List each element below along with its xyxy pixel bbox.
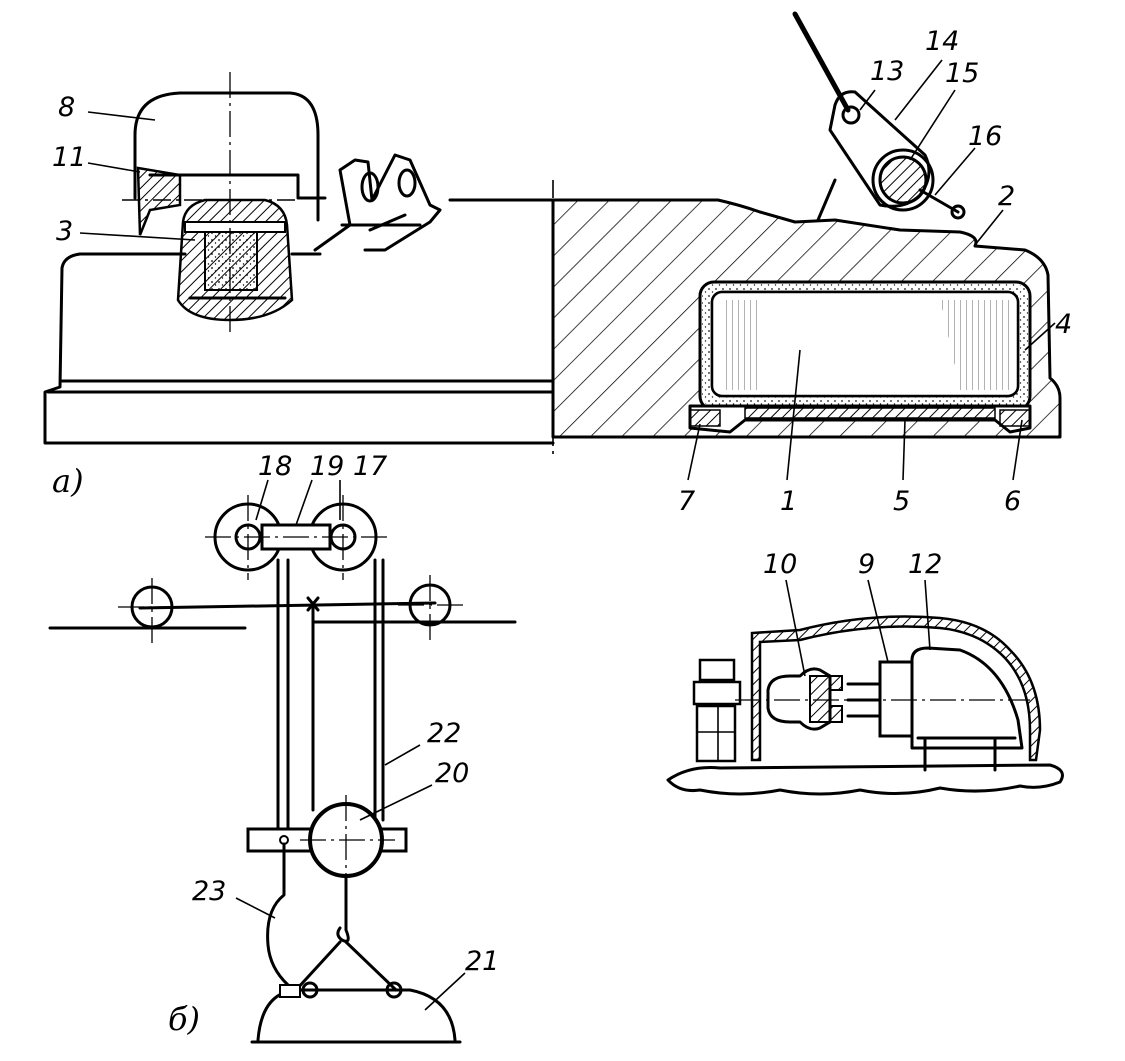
label-18: 18 (258, 451, 292, 482)
caption-b: б) (168, 1000, 200, 1038)
housing-section-view (551, 198, 1062, 439)
housing-left-view (43, 180, 555, 458)
caption-a: а) (52, 462, 84, 500)
label-16: 16 (968, 121, 1002, 152)
label-21: 21 (465, 946, 499, 977)
figure-c-lampholder-detail: 10 9 12 (666, 549, 1064, 796)
terminal-box-cover (122, 72, 327, 335)
label-13: 13 (870, 56, 904, 87)
figure-a-lamp-housing-section: 8 11 3 13 14 15 16 2 4 7 1 5 6 а) (43, 11, 1072, 517)
figure-b-suspension-scheme: 18 19 17 22 20 21 23 б) (48, 451, 517, 1044)
label-4: 4 (1055, 309, 1072, 340)
label-17: 17 (353, 451, 387, 482)
label-1: 1 (780, 486, 797, 517)
label-5: 5 (893, 486, 910, 517)
leader-lines-a (79, 59, 1056, 481)
label-8: 8 (58, 92, 75, 123)
label-23: 23 (192, 876, 226, 907)
label-22: 22 (427, 718, 461, 749)
label-15: 15 (945, 58, 979, 89)
label-3: 3 (56, 216, 73, 247)
label-20: 20 (435, 758, 469, 789)
label-2: 2 (998, 181, 1015, 212)
label-6: 6 (1004, 486, 1021, 517)
hinge-brackets (313, 153, 442, 252)
lever-assembly (792, 11, 966, 222)
label-7: 7 (678, 486, 695, 517)
label-14: 14 (925, 26, 959, 57)
label-19: 19 (310, 451, 344, 482)
labels-b: 18 19 17 22 20 21 23 б) (168, 451, 499, 1038)
label-12: 12 (908, 549, 942, 580)
label-11: 11 (52, 142, 86, 173)
label-9: 9 (858, 549, 875, 580)
label-10: 10 (763, 549, 797, 580)
labels-a: 8 11 3 13 14 15 16 2 4 7 1 5 6 а) (52, 26, 1072, 517)
leader-lines-b (235, 479, 466, 1011)
